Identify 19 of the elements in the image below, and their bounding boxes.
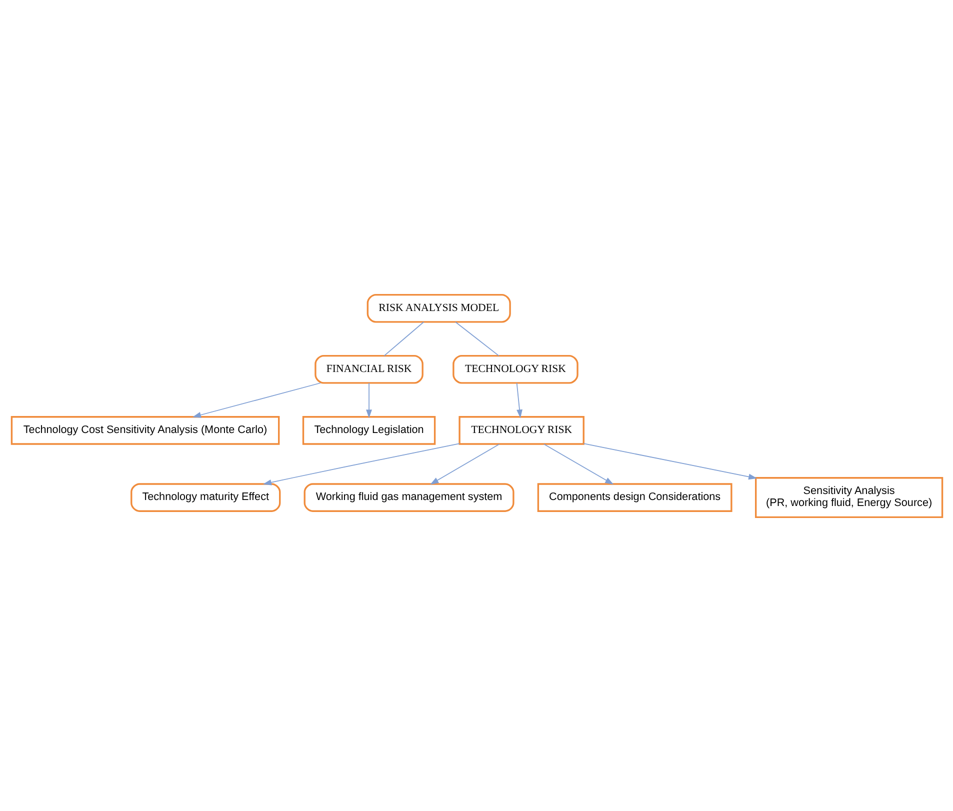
arrow: [543, 443, 614, 484]
node-box: TECHNOLOGY RISK: [452, 354, 578, 384]
arrow: [192, 382, 320, 418]
arrow: [262, 442, 460, 485]
arrow: [430, 443, 500, 484]
node-box: FINANCIAL RISK: [314, 354, 423, 384]
node-box: Technology Legislation: [302, 416, 436, 444]
arrow: [366, 382, 372, 418]
connector: [454, 321, 499, 356]
node-box: RISK ANALYSIS MODEL: [366, 293, 510, 322]
node-box: Working fluid gas management system: [303, 482, 514, 512]
node-box: Sensitivity Analysis (PR, working fluid, Energy Source): [754, 476, 943, 518]
arrow: [582, 442, 757, 480]
connector: [383, 321, 424, 356]
node-box: Technology Cost Sensitivity Analysis (Monte Carlo): [10, 416, 280, 444]
node-box: Components design Considerations: [536, 482, 732, 512]
arrow: [516, 382, 522, 418]
node-box: TECHNOLOGY RISK: [458, 416, 584, 444]
node-box: Technology maturity Effect: [130, 482, 280, 512]
